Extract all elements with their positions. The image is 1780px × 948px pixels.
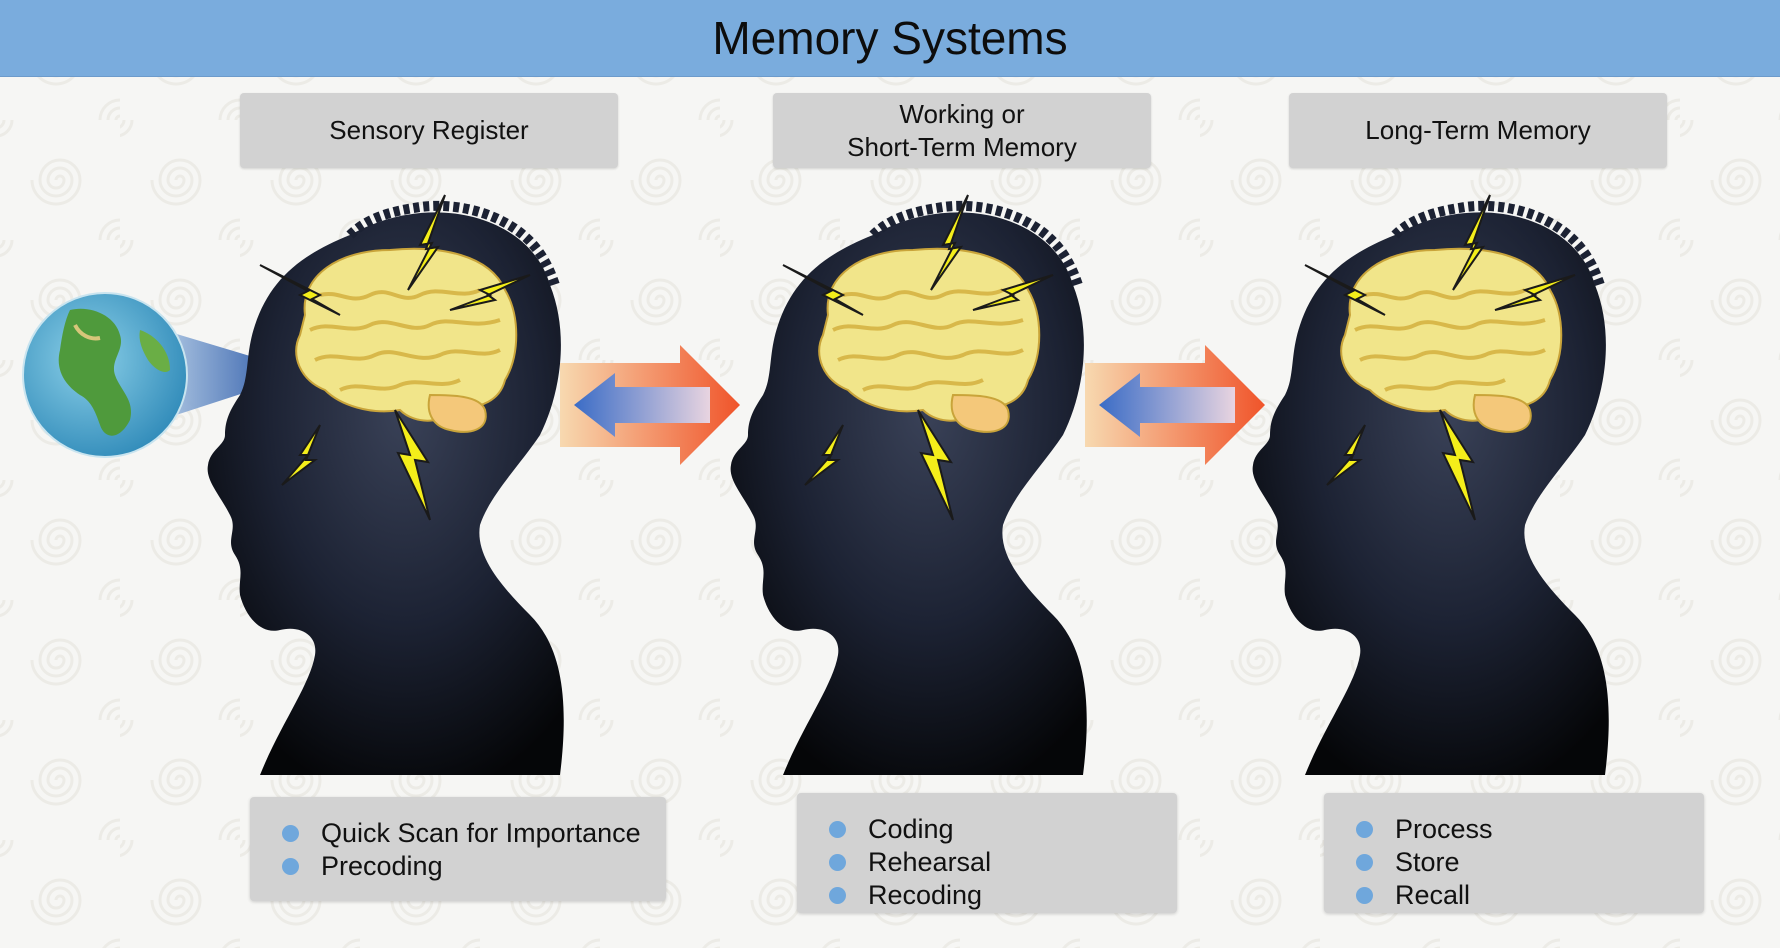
stage-label-line: Long-Term Memory [1365, 115, 1591, 145]
bullet-dot-icon [282, 825, 299, 842]
bullet-text: Recoding [868, 880, 983, 910]
head-silhouette-icon [1245, 194, 1705, 785]
list-item: Store [1324, 846, 1704, 879]
head-silhouette-icon [200, 194, 660, 785]
list-item: Quick Scan for Importance [250, 817, 666, 850]
list-item: Coding [797, 813, 1177, 846]
bullet-text: Process [1395, 814, 1493, 844]
brain-icon [818, 247, 1041, 433]
bidirectional-arrow-icon [1085, 345, 1265, 465]
bullet-dot-icon [829, 821, 846, 838]
lightning-bolt-icon [782, 194, 1054, 521]
stage-label-working-memory: Working or Short-Term Memory [773, 93, 1151, 168]
bullet-text: Precoding [321, 851, 443, 881]
stage-label-sensory-register: Sensory Register [240, 93, 618, 168]
bullet-dot-icon [829, 854, 846, 871]
bullet-box-long-term-memory: Process Store Recall [1324, 793, 1704, 913]
bullet-text: Coding [868, 814, 954, 844]
bullet-text: Quick Scan for Importance [321, 818, 641, 848]
list-item: Precoding [250, 850, 666, 883]
stage-label-line: Working or [899, 98, 1025, 129]
head-silhouette-icon [723, 194, 1183, 785]
brain-icon [295, 247, 518, 433]
list-item: Process [1324, 813, 1704, 846]
bullet-text: Rehearsal [868, 847, 992, 877]
globe-icon [20, 290, 290, 460]
stage-label-long-term-memory: Long-Term Memory [1289, 93, 1667, 168]
bullet-dot-icon [1356, 821, 1373, 838]
title-bar: Memory Systems [0, 0, 1780, 77]
bullet-box-sensory-register: Quick Scan for Importance Precoding [250, 797, 666, 901]
bullet-box-working-memory: Coding Rehearsal Recoding [797, 793, 1177, 913]
page-title: Memory Systems [712, 12, 1068, 64]
bullet-dot-icon [1356, 854, 1373, 871]
lightning-bolt-icon [259, 194, 531, 521]
bullet-dot-icon [282, 858, 299, 875]
bullet-dot-icon [1356, 887, 1373, 904]
brain-icon [1340, 247, 1563, 433]
lightning-bolt-icon [1304, 194, 1576, 521]
bullet-text: Recall [1395, 880, 1471, 910]
list-item: Recoding [797, 879, 1177, 912]
bullet-text: Store [1395, 847, 1460, 877]
list-item: Recall [1324, 879, 1704, 912]
bidirectional-arrow-icon [560, 345, 740, 465]
stage-label-line: Sensory Register [329, 115, 529, 145]
list-item: Rehearsal [797, 846, 1177, 879]
stage-label-line: Short-Term Memory [847, 131, 1077, 162]
bullet-dot-icon [829, 887, 846, 904]
